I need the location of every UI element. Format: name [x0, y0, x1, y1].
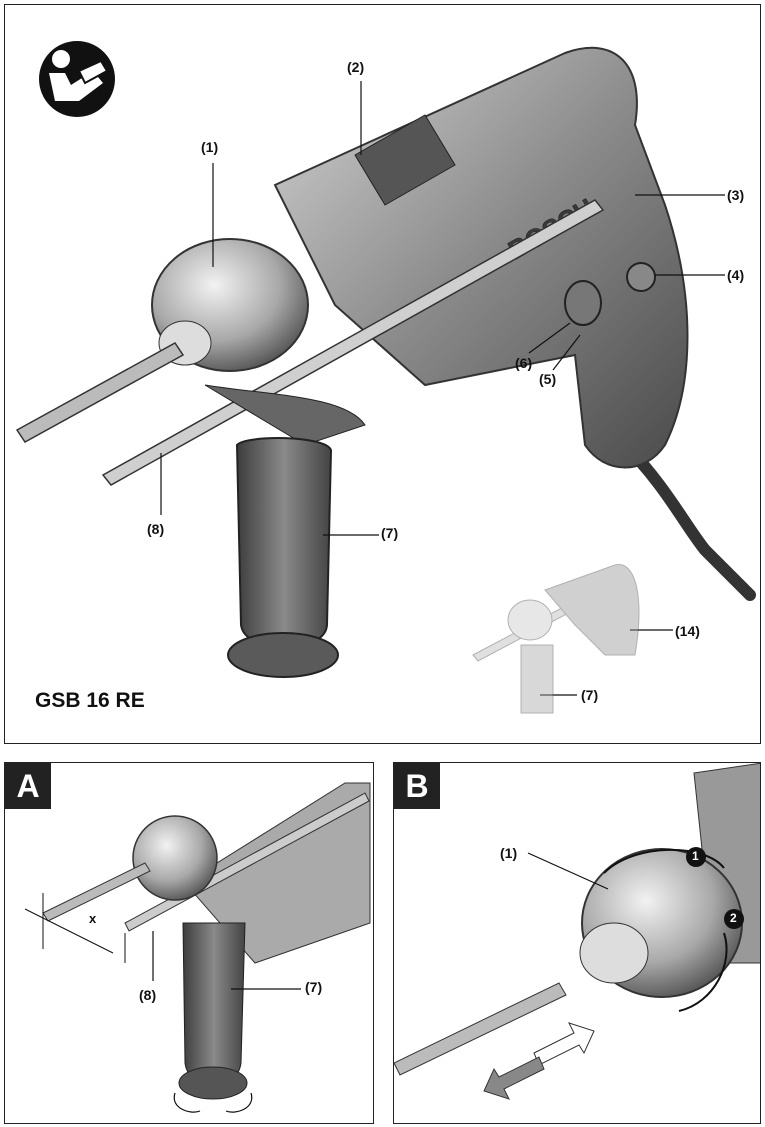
rotate-arrows-b: [603, 848, 728, 1012]
insert-arrow: [533, 1022, 595, 1066]
handle-collar: [204, 384, 366, 446]
figure-panel-b: B 1 2 (1): [393, 762, 761, 1124]
callout-8: (8): [147, 521, 165, 537]
drill-illustration: BOSCH: [15, 41, 756, 714]
callout-3: (3): [727, 187, 745, 203]
drill-bit-a: [42, 862, 151, 922]
callout-b-1: (1): [500, 845, 518, 861]
drill-bit-b: [394, 982, 567, 1076]
remove-arrow: [483, 1056, 545, 1100]
handle-base-a: [178, 1066, 248, 1100]
callout-2: (2): [347, 59, 365, 75]
depth-stop: [101, 199, 605, 486]
power-cord: [619, 439, 756, 601]
callout-7: (7): [381, 525, 399, 541]
main-figure-panel: BOSCH: [4, 4, 761, 744]
chuck-nose-b: [579, 922, 649, 984]
model-name: GSB 16 RE: [35, 689, 145, 712]
callout-4: (4): [727, 267, 745, 283]
chuck-insertion-illustration: [394, 763, 760, 1100]
callout-5: (5): [539, 371, 557, 387]
read-manual-icon: [39, 41, 115, 117]
drill-thumbnail: [472, 564, 640, 714]
lock-button: [626, 262, 656, 292]
figure-panel-a: A x (8) (7): [4, 762, 374, 1124]
callout-6: (6): [515, 355, 533, 371]
callout-1: (1): [201, 139, 219, 155]
leader-line-b: [527, 852, 609, 890]
step-2-label: 2: [730, 911, 737, 925]
handle-base: [227, 632, 339, 678]
panel-letter-b: B: [394, 763, 440, 809]
auxiliary-handle-a: [182, 922, 246, 1086]
leader-lines-a: [152, 931, 301, 990]
callout-a-7: (7): [305, 979, 323, 995]
callout-14: (14): [675, 623, 700, 639]
auxiliary-handle: [235, 437, 333, 649]
panel-letter-a: A: [5, 763, 51, 809]
step-1-label: 1: [692, 849, 699, 863]
drill-housing: [273, 46, 689, 469]
depth-x-label: x: [89, 911, 97, 926]
step-1-marker: [686, 847, 706, 867]
callout-7-thumbnail: (7): [581, 687, 599, 703]
leader-lines: [160, 81, 725, 696]
speed-preselection-wheel: [354, 114, 456, 206]
callout-a-8: (8): [139, 987, 157, 1003]
rotate-arrows-a: [173, 1092, 253, 1113]
drill-bit: [15, 342, 185, 443]
depth-dimension: [24, 893, 126, 963]
chuck-a: [132, 815, 218, 901]
depth-setting-illustration: [24, 782, 371, 1113]
on-off-switch: [564, 280, 602, 326]
step-2-marker: [724, 909, 744, 929]
